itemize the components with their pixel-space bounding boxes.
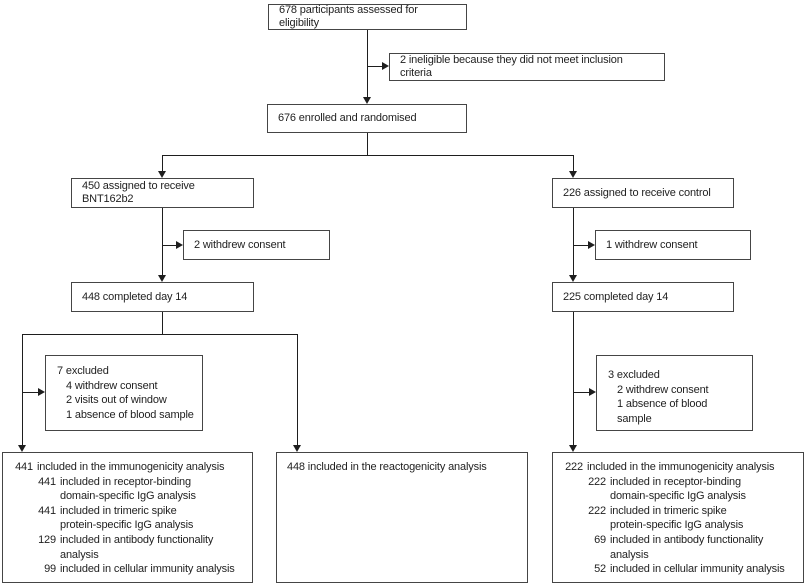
box-assigned-bnt162b2: 450 assigned to receive BNT162b2 [71,178,254,208]
arrow-right-icon [588,241,595,249]
analysis-line: 222 included in trimeric spike [588,504,727,517]
arrow-down-icon [363,97,371,104]
excluded-bnt162b2-reason: 2 visits out of window [66,394,167,407]
connector-control-to-completed [573,208,574,275]
analysis-line: 52 included in cellular immunity analysi… [594,563,785,576]
connector-split-to-bnt162b2 [162,155,163,171]
reactogenicity-label: 448 included in the reactogenicity analy… [287,461,487,473]
assigned-bnt162b2-label: 450 assigned to receive BNT162b2 [82,180,195,205]
analysis-line-continuation: domain-specific IgG analysis [610,490,746,503]
connector-to-withdrew-bnt162b2 [162,245,176,246]
analysis-line: 222 included in the immunogenicity analy… [565,461,775,473]
box-immunogenicity-bnt162b2: 441 included in the immunogenicity analy… [2,452,253,583]
arrow-down-icon [569,171,577,178]
excluded-bnt162b2-title: 7 excluded [57,365,109,377]
enrolled-label: 676 enrolled and randomised [278,112,417,124]
box-withdrew-control: 1 withdrew consent [595,230,751,260]
box-enrolled-randomised: 676 enrolled and randomised [267,104,467,133]
withdrew-control-label: 1 withdrew consent [606,238,698,251]
connector-to-ineligible [368,66,382,67]
analysis-line: 441 included in receptor-binding [38,475,191,488]
box-withdrew-bnt162b2: 2 withdrew consent [183,230,330,260]
connector-to-immunogenicity-bnt162b2 [22,334,23,445]
analysis-line-continuation: analysis [610,548,649,561]
connector-to-excluded-bnt162b2 [22,392,38,393]
analysis-line-continuation: protein-specific IgG analysis [610,519,744,532]
arrow-right-icon [589,388,596,396]
excluded-control-reason: 1 absence of blood sample [617,398,708,425]
arrow-down-icon [293,445,301,452]
excluded-control-reason: 2 withdrew consent [617,383,709,396]
excluded-bnt162b2-reason: 4 withdrew consent [66,379,158,392]
box-assigned-control: 226 assigned to receive control [552,178,734,208]
arrow-down-icon [158,171,166,178]
connector-to-immunogenicity-control [573,312,574,445]
box-reactogenicity-bnt162b2: 448 included in the reactogenicity analy… [276,452,528,583]
connector-bnt162b2-analysis-split [22,334,298,335]
ineligible-label: 2 ineligible because they did not meet i… [400,54,623,79]
assessed-label: 678 participants assessed for eligibilit… [279,4,418,29]
excluded-control-title: 3 excluded [608,369,660,381]
connector-split-to-control [573,155,574,171]
box-completed-day14-control: 225 completed day 14 [552,282,734,312]
box-ineligible: 2 ineligible because they did not meet i… [389,53,665,81]
arrow-down-icon [18,445,26,452]
connector-bnt162b2-to-completed [162,208,163,275]
analysis-line-continuation: analysis [60,548,99,561]
connector-to-excluded-control [573,392,589,393]
box-excluded-bnt162b2: 7 excluded 4 withdrew consent 2 visits o… [45,355,203,431]
analysis-line: 441 included in trimeric spike [38,504,177,517]
connector-assessed-to-enrolled [367,30,368,97]
analysis-line: 441 included in the immunogenicity analy… [15,461,225,473]
box-immunogenicity-control: 222 included in the immunogenicity analy… [552,452,804,583]
box-completed-day14-bnt162b2: 448 completed day 14 [71,282,254,312]
completed-control-label: 225 completed day 14 [563,290,669,303]
connector-enrolled-to-split [367,133,368,155]
analysis-line-continuation: domain-specific IgG analysis [60,490,196,503]
connector-to-withdrew-control [573,245,588,246]
arrow-right-icon [38,388,45,396]
connector-completed-bnt162b2-down [162,312,163,334]
withdrew-bnt162b2-label: 2 withdrew consent [194,238,286,251]
connector-to-reactogenicity-bnt162b2 [297,334,298,445]
box-excluded-control: 3 excluded 2 withdrew consent 1 absence … [596,355,753,431]
analysis-line: 99 included in cellular immunity analysi… [44,563,235,576]
arrow-right-icon [176,241,183,249]
box-assessed-eligibility: 678 participants assessed for eligibilit… [268,4,467,30]
analysis-line: 129 included in antibody functionality [38,533,214,546]
excluded-bnt162b2-reason: 1 absence of blood sample [66,408,194,421]
arrow-down-icon [569,445,577,452]
connector-randomisation-split [162,155,574,156]
analysis-line: 69 included in antibody functionality [594,533,764,546]
arrow-down-icon [569,275,577,282]
arrow-right-icon [382,62,389,70]
completed-bnt162b2-label: 448 completed day 14 [82,290,188,303]
analysis-line-continuation: protein-specific IgG analysis [60,519,194,532]
arrow-down-icon [158,275,166,282]
analysis-line: 222 included in receptor-binding [588,475,741,488]
assigned-control-label: 226 assigned to receive control [563,186,711,199]
